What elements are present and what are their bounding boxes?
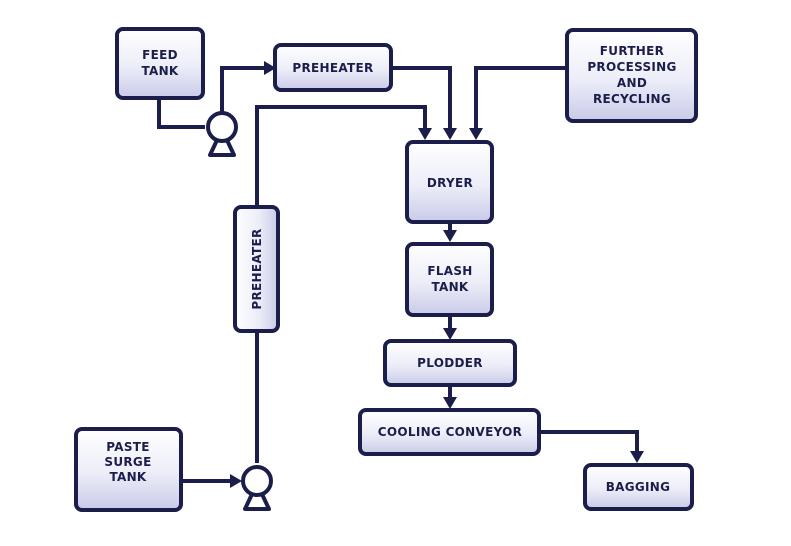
further-processing-label-2: PROCESSING bbox=[587, 60, 676, 74]
paste-surge-tank-label-3: TANK bbox=[109, 470, 146, 484]
flash-tank-label-2: TANK bbox=[431, 280, 468, 294]
pipe-vertical-preheater-to-dryer bbox=[255, 105, 427, 206]
arrow-into-flash-tank bbox=[443, 230, 457, 242]
flash-tank-label-1: FLASH bbox=[427, 264, 472, 278]
pipe-conveyor-to-bagging bbox=[539, 430, 639, 453]
further-processing-label-1: FURTHER bbox=[600, 44, 664, 58]
pipe-pump-to-preheater bbox=[220, 66, 266, 112]
arrow-into-preheater bbox=[264, 61, 276, 75]
preheater-top-label: PREHEATER bbox=[292, 61, 373, 75]
plodder-label: PLODDER bbox=[417, 356, 483, 370]
pump-icon bbox=[241, 465, 273, 511]
cooling-conveyor-box: COOLING CONVEYOR bbox=[358, 408, 541, 456]
further-processing-label-3: AND bbox=[617, 76, 647, 90]
bagging-box: BAGGING bbox=[583, 463, 694, 511]
pump-icon bbox=[206, 111, 238, 157]
arrow-into-pump2 bbox=[230, 474, 242, 488]
feed-tank-label-2: TANK bbox=[141, 64, 178, 78]
further-processing-label-4: RECYCLING bbox=[593, 92, 671, 106]
pipe-preheater-to-dryer bbox=[391, 66, 452, 130]
preheater-vertical-label: PREHEATER bbox=[250, 228, 264, 309]
further-processing-box: FURTHER PROCESSING AND RECYCLING bbox=[565, 28, 698, 123]
paste-surge-tank-box: PASTE SURGE TANK bbox=[74, 427, 183, 512]
paste-surge-tank-label-1: PASTE bbox=[106, 440, 150, 454]
arrow-recycling-into-dryer bbox=[469, 128, 483, 140]
bagging-label: BAGGING bbox=[606, 480, 671, 494]
dryer-label: DRYER bbox=[427, 176, 473, 190]
dryer-box: DRYER bbox=[405, 140, 494, 224]
arrow-into-cooling-conveyor bbox=[443, 397, 457, 409]
feed-tank-label-1: FEED bbox=[142, 48, 178, 62]
feed-tank-box: FEED TANK bbox=[115, 27, 205, 100]
arrow-into-plodder bbox=[443, 328, 457, 340]
preheater-top-box: PREHEATER bbox=[273, 43, 393, 92]
preheater-vertical-box: PREHEATER bbox=[233, 205, 280, 333]
arrow-into-bagging bbox=[630, 451, 644, 463]
pipe-feed-to-pump bbox=[157, 98, 205, 129]
flash-tank-box: FLASH TANK bbox=[405, 242, 494, 317]
paste-surge-tank-label-2: SURGE bbox=[104, 455, 151, 469]
pipe-recycling-to-dryer bbox=[474, 66, 567, 130]
arrow-preheater-into-dryer bbox=[443, 128, 457, 140]
arrow-vertical-preheater-into-dryer bbox=[418, 128, 432, 140]
cooling-conveyor-label: COOLING CONVEYOR bbox=[378, 425, 522, 439]
plodder-box: PLODDER bbox=[383, 339, 517, 387]
